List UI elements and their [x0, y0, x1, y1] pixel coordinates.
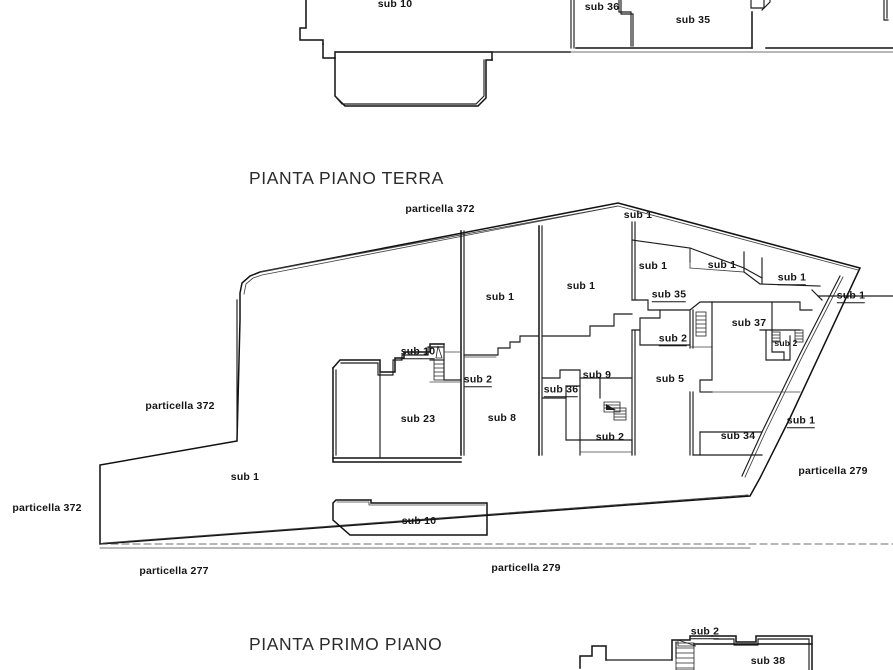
sub-label-34: sub 34 [720, 430, 756, 442]
sub-label-23: sub 23 [400, 413, 436, 425]
sub-label-1-right-edge: sub 1 [836, 289, 866, 303]
bottom-plan-label-sub-2: sub 2 [690, 625, 720, 639]
top-plan-label-sub-36: sub 36 [584, 1, 620, 13]
sub-label-1-upper-c: sub 1 [777, 271, 807, 285]
bottom-plan-label-sub-38: sub 38 [750, 655, 786, 667]
sub-label-1-center-a: sub 1 [485, 291, 515, 303]
section-title-ground-floor: PIANTA PIANO TERRA [249, 168, 444, 188]
sub-label-2-left: sub 2 [463, 373, 493, 387]
parcel-label-372-left: particella 372 [12, 502, 82, 514]
parcel-label-277-bottom: particella 277 [139, 565, 209, 577]
sub-label-10-left: sub 10 [400, 345, 436, 359]
sub-label-1-upper-a: sub 1 [638, 260, 668, 272]
ground-floor-geometry [99, 202, 893, 549]
sub-label-37: sub 37 [731, 317, 767, 329]
sub-label-9: sub 9 [582, 369, 612, 381]
sub-label-2-right: sub 2 [774, 338, 798, 348]
sub-label-1-upper-b: sub 1 [707, 259, 737, 271]
stair-hatch-e [675, 639, 697, 670]
stair-hatch-b [771, 329, 804, 343]
sub-label-5: sub 5 [655, 373, 685, 385]
sub-label-35: sub 35 [651, 288, 687, 302]
bottom-plan-geometry [579, 635, 813, 670]
sub-label-36: sub 36 [543, 383, 579, 397]
section-title-first-floor: PIANTA PRIMO PIANO [249, 634, 443, 654]
parcel-label-372-top: particella 372 [405, 203, 475, 215]
top-plan-geometry [299, 0, 893, 107]
stair-hatch-d [433, 345, 445, 381]
sub-label-1-lower-right: sub 1 [786, 414, 816, 428]
stair-hatch-a [695, 311, 707, 337]
sub-label-2-center: sub 2 [595, 431, 625, 443]
sub-label-8: sub 8 [487, 412, 517, 424]
sub-label-2-mid: sub 2 [658, 332, 688, 346]
parcel-label-279-right: particella 279 [798, 465, 868, 477]
parcel-label-279-bottom: particella 279 [491, 562, 561, 574]
sub-label-10-bottom: sub 10 [401, 515, 437, 527]
sub-label-1-top: sub 1 [623, 209, 653, 221]
top-plan-label-sub-10: sub 10 [377, 0, 413, 10]
sub-label-1-courtyard: sub 1 [230, 471, 260, 483]
parcel-label-372-mid: particella 372 [145, 400, 215, 412]
stair-hatch-c [603, 401, 627, 421]
sub-label-1-center-b: sub 1 [566, 280, 596, 292]
top-plan-label-sub-35: sub 35 [675, 14, 711, 26]
